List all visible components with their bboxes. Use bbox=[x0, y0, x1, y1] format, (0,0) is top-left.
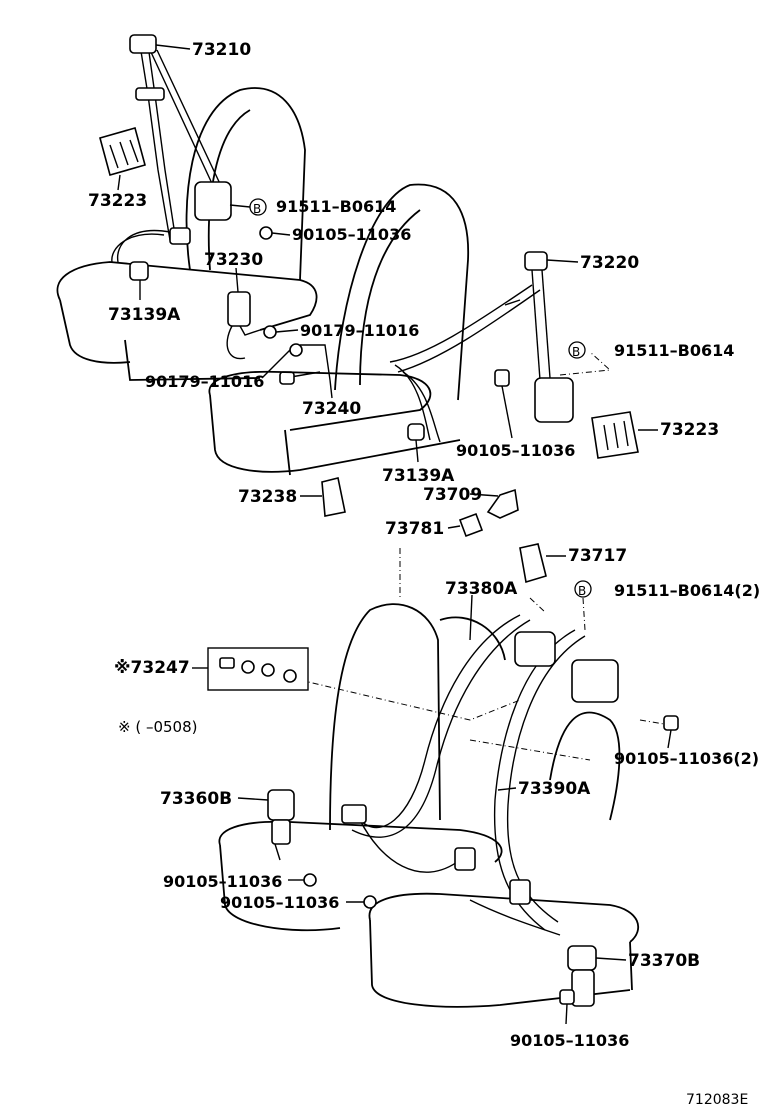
leader-dashed-4 bbox=[469, 739, 591, 761]
bolt-marker-b-2 bbox=[568, 341, 586, 359]
label-73781: 73781 bbox=[385, 519, 444, 539]
bolt-marker-b-3 bbox=[574, 580, 592, 598]
bolt-marker-b-1-text: B bbox=[253, 202, 261, 216]
label-73139a-left: 73139A bbox=[108, 305, 181, 325]
label-73247-number: 73247 bbox=[131, 658, 190, 678]
label-73139a-right: 73139A bbox=[382, 466, 455, 486]
bolt-marker-b-3-text: B bbox=[578, 584, 586, 598]
bolt-90179-1 bbox=[263, 325, 277, 339]
part-73380a-73390a-belts bbox=[341, 614, 619, 936]
label-73220: 73220 bbox=[580, 253, 639, 273]
part-73238-cover bbox=[321, 477, 346, 517]
label-90105-11036-6: 90105–11036 bbox=[510, 1031, 629, 1050]
figure-id: 712083E bbox=[686, 1092, 748, 1108]
part-73230-buckle bbox=[226, 291, 261, 360]
asterisk-mark: ※ bbox=[114, 658, 131, 678]
part-73370b-buckle bbox=[567, 945, 597, 1007]
bolt-90105-4 bbox=[303, 873, 317, 887]
label-90105-11036-2x: 90105–11036(2) bbox=[614, 749, 759, 768]
bolt-90105-5 bbox=[363, 895, 377, 909]
label-91511-b0614-2x: 91511–B0614(2) bbox=[614, 581, 760, 600]
leader-dashed-2 bbox=[299, 679, 521, 721]
part-73223-cover-right bbox=[591, 411, 639, 459]
part-73139a-right bbox=[407, 423, 425, 441]
label-90105-11036-4: 90105–11036 bbox=[163, 872, 282, 891]
part-73240-anchor bbox=[279, 344, 331, 385]
label-73238: 73238 bbox=[238, 487, 297, 507]
label-73370b: 73370B bbox=[628, 951, 700, 971]
label-73717: 73717 bbox=[568, 546, 627, 566]
part-73220-front-belt bbox=[389, 251, 574, 443]
label-90105-11036-1: 90105–11036 bbox=[292, 225, 411, 244]
leader-dashed-3 bbox=[639, 719, 671, 726]
bolt-90105-2 bbox=[494, 369, 510, 387]
label-91511-b0614-1: 91511–B0614 bbox=[276, 197, 396, 216]
bolt-90179-2 bbox=[289, 343, 303, 357]
front-right-seat-drawing bbox=[208, 183, 470, 476]
label-90105-11036-2: 90105–11036 bbox=[456, 441, 575, 460]
bolt-marker-b-2-text: B bbox=[572, 345, 580, 359]
label-90179-11016-1: 90179–11016 bbox=[300, 321, 419, 340]
label-73709: 73709 bbox=[423, 485, 482, 505]
label-90179-11016-2: 90179–11016 bbox=[145, 372, 264, 391]
bolt-90105-6 bbox=[559, 989, 575, 1005]
bolt-90105-1 bbox=[259, 226, 273, 240]
label-73390a: 73390A bbox=[518, 779, 591, 799]
part-73139a-left bbox=[129, 261, 149, 281]
note-serial-range: ※ ( –0508) bbox=[118, 718, 197, 736]
label-73380a: 73380A bbox=[445, 579, 518, 599]
part-73709-clip bbox=[486, 488, 519, 519]
label-73230: 73230 bbox=[204, 250, 263, 270]
part-73717-cover bbox=[519, 543, 547, 584]
part-73781-cap bbox=[458, 512, 484, 538]
label-73240: 73240 bbox=[302, 399, 361, 419]
label-90105-11036-5: 90105–11036 bbox=[220, 893, 339, 912]
label-73247: ※73247 bbox=[114, 658, 190, 678]
label-73223-right: 73223 bbox=[660, 420, 719, 440]
bolt-90105-3 bbox=[663, 715, 679, 731]
part-73223-cover-left bbox=[99, 127, 146, 176]
part-73210-front-belt bbox=[111, 34, 232, 263]
label-73360b: 73360B bbox=[160, 789, 232, 809]
front-left-seat-drawing bbox=[56, 87, 318, 381]
label-73223-left: 73223 bbox=[88, 191, 147, 211]
part-73247-kit bbox=[207, 647, 309, 691]
label-91511-b0614-2: 91511–B0614 bbox=[614, 341, 734, 360]
part-73360b-buckle bbox=[267, 789, 295, 861]
label-73210: 73210 bbox=[192, 40, 251, 60]
